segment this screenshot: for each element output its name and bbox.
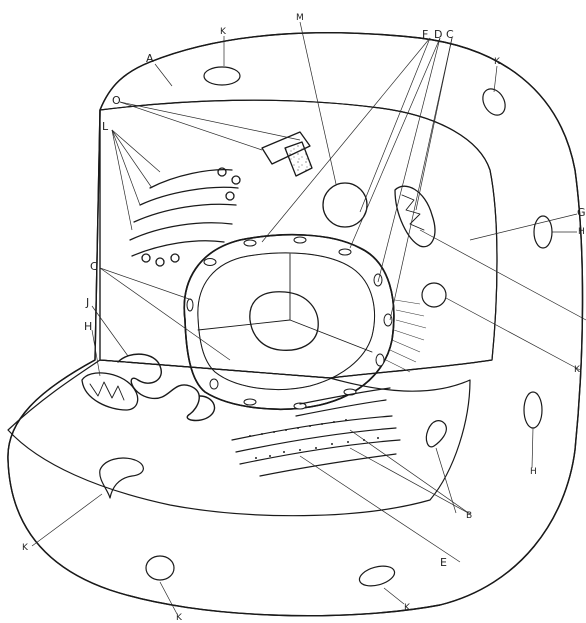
rough-er <box>232 388 400 476</box>
label-M: M <box>296 13 304 23</box>
vesicle <box>422 283 446 307</box>
leader-lines <box>32 22 586 614</box>
lysosome <box>323 183 367 227</box>
label-K-top: K <box>220 27 227 37</box>
label-K-bottom-right: K <box>404 603 411 613</box>
label-G: G <box>577 206 586 219</box>
mitochondrion <box>395 186 435 247</box>
label-K-top-right: K <box>494 57 501 67</box>
label-H-lower-right: H <box>530 467 537 477</box>
label-K-bottom: K <box>176 613 183 623</box>
diagram-labels: A K M F D C K O L G H C J H K H B E K K … <box>22 13 586 623</box>
label-H-left: H <box>84 320 92 333</box>
golgi-apparatus <box>130 168 240 266</box>
label-C-left: C <box>90 260 98 273</box>
label-O: O <box>112 94 121 107</box>
nuclear-pores <box>187 237 392 409</box>
label-B: B <box>466 511 472 521</box>
label-F: F <box>422 28 428 41</box>
centrioles <box>262 132 312 176</box>
label-L: L <box>102 120 109 133</box>
label-H-right: H <box>578 227 585 237</box>
cell-membrane <box>8 33 583 616</box>
label-K-bottom-left: K <box>22 543 29 553</box>
label-A: A <box>146 52 154 65</box>
label-E: E <box>440 556 447 569</box>
label-C-top: C <box>446 28 454 41</box>
mitochondrion-2 <box>82 373 138 410</box>
label-J: J <box>85 296 89 309</box>
label-D: D <box>434 28 442 41</box>
